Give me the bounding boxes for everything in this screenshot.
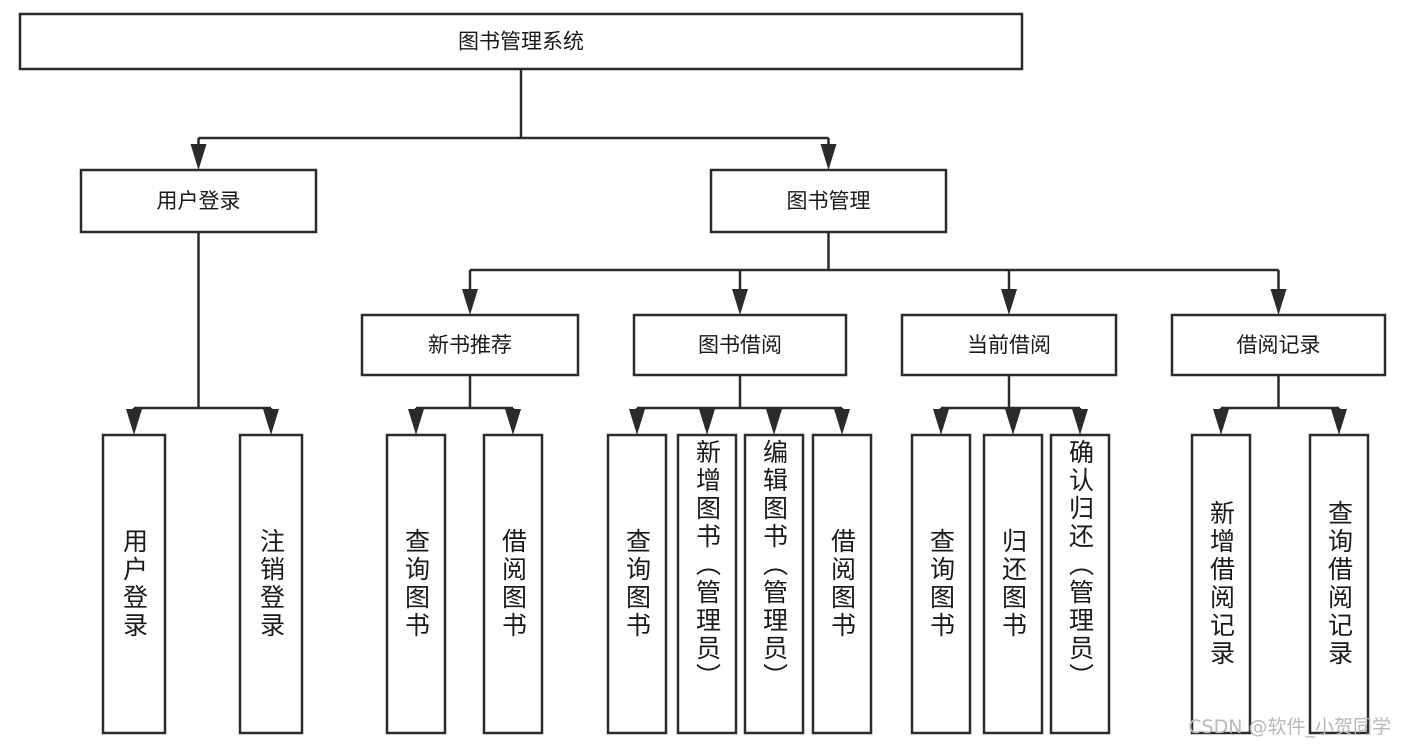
node-leaf-borrow-book-recommend[interactable] [482, 433, 544, 735]
arrow-head-icon [263, 409, 279, 435]
node-leaf-query-book-borrow-rect[interactable] [606, 433, 668, 735]
arrow-head-icon [505, 409, 521, 435]
arrow-head-icon [732, 289, 748, 315]
arrow-head-icon [820, 144, 837, 170]
node-root[interactable] [18, 12, 1024, 71]
arrow-head-icon [190, 144, 207, 170]
arrow-head-icon [1001, 289, 1017, 315]
node-user-login-label: 用户登录 [157, 189, 241, 213]
node-leaf-query-book-recommend[interactable] [385, 433, 447, 735]
node-leaf-add-book-admin-rect[interactable] [676, 433, 738, 735]
arrow-head-icon [1213, 409, 1229, 435]
arrow-head-icon [462, 289, 478, 315]
node-book-borrow[interactable] [632, 313, 848, 377]
node-leaf-query-book-current-rect[interactable] [910, 433, 972, 735]
arrow-head-icon [1072, 409, 1088, 435]
arrow-head-icon [629, 409, 645, 435]
node-root-rect[interactable] [18, 12, 1024, 71]
arrow-head-icon [126, 409, 142, 435]
node-leaf-confirm-return-admin-rect[interactable] [1049, 433, 1111, 735]
node-borrow-record-label: 借阅记录 [1237, 333, 1321, 357]
node-new-book-recommend-rect[interactable] [360, 313, 580, 377]
node-user-login-rect[interactable] [79, 168, 318, 234]
node-current-borrow[interactable] [900, 313, 1118, 377]
arrow-head-icon [1331, 409, 1347, 435]
node-leaf-edit-book-admin[interactable] [743, 433, 805, 735]
node-leaf-query-book-recommend-rect[interactable] [385, 433, 447, 735]
node-new-book-recommend-label: 新书推荐 [428, 333, 512, 357]
arrow-head-icon [834, 409, 850, 435]
node-current-borrow-label: 当前借阅 [967, 333, 1051, 357]
node-leaf-query-borrow-record[interactable] [1308, 433, 1370, 735]
node-leaf-borrow-book-recommend-rect[interactable] [482, 433, 544, 735]
arrow-head-icon [699, 409, 715, 435]
node-book-management[interactable] [709, 168, 948, 234]
node-leaf-logout[interactable] [238, 433, 304, 735]
node-book-management-label: 图书管理 [787, 189, 871, 213]
connector-layer [126, 69, 1347, 435]
node-leaf-user-login[interactable] [101, 433, 167, 735]
node-leaf-return-book[interactable] [982, 433, 1044, 735]
node-leaf-return-book-rect[interactable] [982, 433, 1044, 735]
arrow-head-icon [933, 409, 949, 435]
node-leaf-user-login-rect[interactable] [101, 433, 167, 735]
node-root-label: 图书管理系统 [458, 30, 584, 54]
node-leaf-logout-rect[interactable] [238, 433, 304, 735]
node-leaf-borrow-book-borrow[interactable] [811, 433, 873, 735]
node-leaf-add-borrow-record[interactable] [1190, 433, 1252, 735]
node-leaf-add-borrow-record-rect[interactable] [1190, 433, 1252, 735]
node-leaf-query-borrow-record-rect[interactable] [1308, 433, 1370, 735]
node-borrow-record[interactable] [1170, 313, 1387, 377]
node-current-borrow-rect[interactable] [900, 313, 1118, 377]
node-book-borrow-label: 图书借阅 [698, 333, 782, 357]
node-leaf-confirm-return-admin[interactable] [1049, 433, 1111, 735]
node-book-management-rect[interactable] [709, 168, 948, 234]
arrow-head-icon [408, 409, 424, 435]
node-new-book-recommend[interactable] [360, 313, 580, 377]
arrow-head-icon [1270, 289, 1287, 315]
node-leaf-query-book-borrow[interactable] [606, 433, 668, 735]
node-leaf-borrow-book-borrow-rect[interactable] [811, 433, 873, 735]
arrow-head-icon [766, 409, 782, 435]
node-leaf-edit-book-admin-rect[interactable] [743, 433, 805, 735]
node-user-login[interactable] [79, 168, 318, 234]
node-leaf-query-book-current[interactable] [910, 433, 972, 735]
node-book-borrow-rect[interactable] [632, 313, 848, 377]
node-borrow-record-rect[interactable] [1170, 313, 1387, 377]
node-leaf-add-book-admin[interactable] [676, 433, 738, 735]
arrow-head-icon [1005, 409, 1021, 435]
